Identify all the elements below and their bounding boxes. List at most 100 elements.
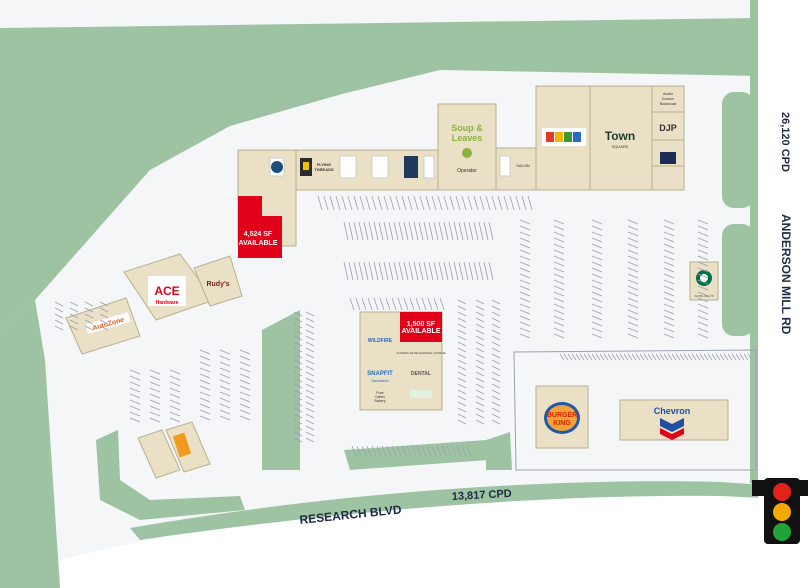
parking-stall-line: [735, 353, 741, 361]
parking-stall-line: [461, 195, 467, 211]
parking-stall-line: [363, 221, 369, 241]
parking-stall-line: [591, 279, 603, 285]
parking-stall-line: [413, 261, 419, 281]
parking-stall-line: [567, 353, 573, 361]
parking-stall-line: [293, 413, 303, 419]
parking-stall-line: [219, 397, 231, 403]
parking-stall-line: [715, 353, 721, 361]
tenant-logo-1-icon: [271, 161, 283, 173]
parking-stall-line: [406, 445, 412, 457]
parking-stall-line: [381, 445, 387, 457]
parking-stall-line: [591, 273, 603, 279]
available-space-main: [238, 196, 282, 258]
parking-stall-line: [149, 393, 161, 399]
tenant-logo-salon-left: [499, 155, 511, 177]
parking-stall-line: [553, 279, 565, 285]
parking-stall-line: [69, 325, 79, 331]
tenant-logo-moon: [660, 152, 676, 164]
parking-stall-line: [663, 219, 675, 225]
parking-stall-line: [519, 279, 531, 285]
parking-stall-line: [651, 353, 657, 361]
parking-stall-line: [457, 377, 467, 383]
parking-stall-line: [219, 355, 231, 361]
parking-stall-line: [707, 353, 713, 361]
parking-stall-line: [457, 347, 467, 353]
parking-stall-line: [697, 327, 709, 333]
snapfit-line2: Sandwich: [371, 378, 388, 383]
parking-stall-line: [697, 291, 709, 297]
parking-stall-line: [305, 323, 315, 329]
soup-leaves-icon: [462, 148, 472, 158]
parking-stall-line: [69, 301, 79, 307]
parking-stall-line: [697, 297, 709, 303]
parking-stall-line: [457, 389, 467, 395]
chevron-label: Chevron: [654, 406, 691, 416]
parking-stall-line: [456, 445, 462, 457]
soup-leaves-line2: Leaves: [452, 133, 483, 143]
parking-stall-line: [591, 225, 603, 231]
parking-stall-line: [449, 195, 455, 211]
parking-stall-line: [747, 353, 753, 361]
parking-stall-line: [129, 417, 141, 423]
parking-stall-line: [453, 221, 459, 241]
parking-stall-line: [305, 389, 315, 395]
parking-stall-line: [461, 445, 467, 457]
parking-stall-line: [697, 237, 709, 243]
parking-stall-line: [393, 221, 399, 241]
suite-starbucks: SUITE 301-75: [694, 294, 713, 298]
parking-stall-line: [591, 327, 603, 333]
parking-stall-line: [627, 303, 639, 309]
east-island-2: [722, 224, 754, 336]
parking-stall-line: [491, 323, 501, 329]
parking-stall-line: [627, 219, 639, 225]
parking-stall-line: [438, 261, 444, 281]
parking-stall-line: [697, 225, 709, 231]
parking-stall-line: [293, 329, 303, 335]
parking-stall-line: [697, 273, 709, 279]
parking-stall-line: [491, 195, 497, 211]
parking-stall-line: [421, 445, 427, 457]
parking-stall-line: [475, 299, 485, 305]
parking-stall-line: [491, 341, 501, 347]
tenant-logo-green: [410, 390, 432, 398]
parking-stall-line: [383, 195, 389, 211]
parking-stall-line: [293, 359, 303, 365]
parking-stall-line: [675, 353, 681, 361]
parking-stall-line: [631, 353, 637, 361]
parking-stall-line: [553, 333, 565, 339]
parking-stall-line: [448, 261, 454, 281]
parking-stall-line: [54, 313, 64, 319]
parking-stall-line: [378, 261, 384, 281]
parking-stall-line: [527, 195, 533, 211]
parking-stall-line: [697, 285, 709, 291]
tenant-logo-7: [423, 155, 435, 179]
parking-stall-line: [169, 405, 181, 411]
parking-stall-line: [591, 267, 603, 273]
parking-stall-line: [353, 261, 359, 281]
parking-stall-line: [643, 353, 649, 361]
parking-stall-line: [663, 297, 675, 303]
parking-stall-line: [84, 313, 94, 319]
parking-stall-line: [428, 221, 434, 241]
parking-stall-line: [408, 221, 414, 241]
parking-stall-line: [361, 445, 367, 457]
parking-stall-line: [519, 333, 531, 339]
parking-stall-line: [427, 297, 433, 311]
parking-stall-line: [553, 255, 565, 261]
parking-stall-line: [697, 279, 709, 285]
parking-stall-line: [219, 391, 231, 397]
parking-stall-line: [391, 297, 397, 311]
parking-stall-line: [84, 325, 94, 331]
parking-stall-line: [219, 403, 231, 409]
parking-stall-line: [475, 323, 485, 329]
parking-stall-line: [129, 381, 141, 387]
parking-stall-line: [491, 359, 501, 365]
parking-stall-line: [663, 255, 675, 261]
parking-stall-line: [627, 273, 639, 279]
parking-stall-line: [373, 221, 379, 241]
tenant-logo-sw: [172, 432, 192, 458]
parking-stall-line: [376, 445, 382, 457]
parking-stall-line: [711, 353, 717, 361]
parking-stall-line: [553, 225, 565, 231]
